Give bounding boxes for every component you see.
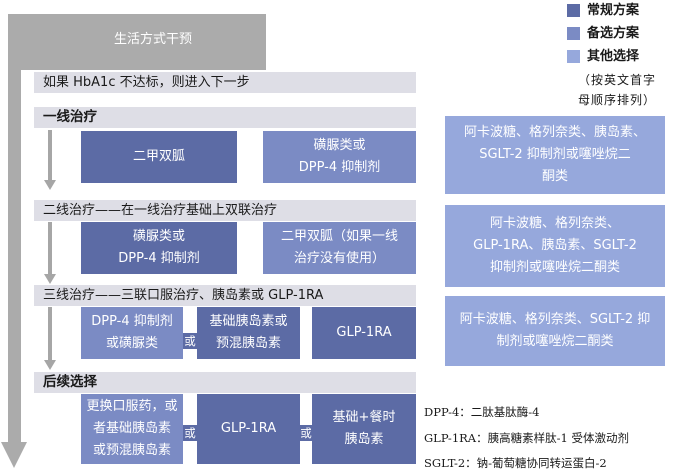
stage1-other-box: 阿卡波糖、格列奈类、胰岛素、 SGLT-2 抑制剂或噻唑烷二 酮类 — [445, 116, 665, 194]
stage4-switch-box: 更换口服药，或 者基础胰岛素 或预混胰岛素 — [81, 394, 183, 464]
stage4-title: 后续选择 — [43, 374, 97, 390]
legend-swatch-other — [567, 50, 580, 63]
stage2-band: 二线治疗——在一线治疗基础上双联治疗 — [34, 200, 416, 221]
stage2-alternative-line-1: 二甲双胍（如果一线 — [280, 229, 398, 244]
stage4-glp1ra-box: GLP-1RA — [197, 394, 300, 464]
stage4-switch-line-3: 或预混胰岛素 — [92, 443, 171, 458]
arrow-head-3 — [43, 360, 56, 370]
legend-label-preferred: 常规方案 — [587, 3, 640, 18]
legend-label-other: 其他选择 — [587, 49, 640, 64]
stage4-or-label-2: 或 — [300, 425, 312, 441]
hba1c-condition-text: 如果 HbA1c 不达标，则进入下一步 — [43, 75, 250, 90]
stage2-preferred-line-2: DPP-4 抑制剂 — [118, 251, 200, 266]
stage3-oral-line-1: DPP-4 抑制剂 — [91, 314, 173, 329]
flow-bar-top — [8, 14, 266, 70]
stage4-or-label-1: 或 — [183, 425, 197, 441]
stage2-title: 二线治疗——在一线治疗基础上双联治疗 — [43, 203, 278, 218]
stage2-other-line-1: 阿卡波糖、格列奈类、 — [489, 216, 620, 231]
stage3-other-line-2: 制剂或噻唑烷二酮类 — [496, 334, 614, 349]
legend-note-line-2: 母顺序排列） — [577, 93, 656, 107]
stage4-switch-line-1: 更换口服药，或 — [86, 399, 178, 414]
arrow-head-1 — [43, 180, 56, 190]
stage1-other-line-1: 阿卡波糖、格列奈类、胰岛素、 — [463, 125, 646, 140]
abbr-glp1ra: GLP-1RA：胰高糖素样肽-1 受体激动剂 — [424, 431, 629, 445]
stage1-preferred-box: 二甲双胍 — [81, 131, 237, 183]
arrow-shaft-3 — [48, 307, 52, 360]
stage2-alternative-line-2: 治疗没有使用） — [293, 251, 385, 266]
stage4-basal-bolus-line-1: 基础+餐时 — [332, 410, 396, 425]
stage2-other-line-3: 抑制剂或噻唑烷二酮类 — [489, 260, 620, 275]
legend-swatch-preferred — [567, 4, 580, 17]
stage3-other-line-1: 阿卡波糖、格列奈类、SGLT-2 抑 — [459, 312, 651, 327]
stage3-glp1ra-box: GLP-1RA — [312, 307, 416, 359]
stage1-alternative-line-1: 磺脲类或 — [313, 138, 366, 153]
stage3-band: 三线治疗——三联口服治疗、胰岛素或 GLP-1RA — [34, 285, 416, 306]
legend-swatch-alternative — [567, 27, 580, 40]
abbr-sglt2: SGLT-2：钠-葡萄糖协同转运蛋白-2 — [424, 456, 607, 470]
legend-label-alternative: 备选方案 — [587, 26, 640, 41]
stage1-preferred-text: 二甲双胍 — [132, 149, 185, 164]
flow-bar-vertical — [8, 14, 21, 446]
stage3-title: 三线治疗——三联口服治疗、胰岛素或 GLP-1RA — [43, 288, 324, 303]
stage2-preferred-line-1: 磺脲类或 — [132, 229, 185, 244]
lifestyle-title: 生活方式干预 — [113, 32, 192, 47]
stage1-other-line-3: 酮类 — [541, 169, 568, 184]
stage2-other-line-2: GLP-1RA、胰岛素、SGLT-2 — [473, 238, 637, 253]
stage4-glp1ra-text: GLP-1RA — [220, 421, 277, 436]
stage1-alternative-box: 磺脲类或 DPP-4 抑制剂 — [263, 131, 416, 183]
stage3-insulin-box: 基础胰岛素或 预混胰岛素 — [197, 307, 300, 359]
stage3-or-label: 或 — [183, 333, 197, 349]
stage1-other-line-2: SGLT-2 抑制剂或噻唑烷二 — [479, 147, 631, 162]
legend-note: （按英文首字 母顺序排列） — [558, 70, 676, 110]
stage2-preferred-box: 磺脲类或 DPP-4 抑制剂 — [81, 222, 237, 274]
stage1-band: 一线治疗 — [34, 107, 416, 128]
stage3-insulin-line-1: 基础胰岛素或 — [209, 314, 288, 329]
stage4-basal-bolus-line-2: 胰岛素 — [344, 432, 384, 447]
stage3-glp1ra-text: GLP-1RA — [336, 325, 392, 340]
stage2-other-box: 阿卡波糖、格列奈类、 GLP-1RA、胰岛素、SGLT-2 抑制剂或噻唑烷二酮类 — [445, 205, 665, 287]
stage4-basal-bolus-box: 基础+餐时 胰岛素 — [312, 394, 416, 464]
stage3-other-box: 阿卡波糖、格列奈类、SGLT-2 抑 制剂或噻唑烷二酮类 — [445, 296, 665, 366]
stage1-alternative-line-2: DPP-4 抑制剂 — [298, 160, 381, 175]
arrow-head-2 — [43, 274, 56, 284]
abbr-dpp4: DPP-4：二肽基肽酶-4 — [424, 405, 540, 419]
stage4-switch-line-2: 者基础胰岛素 — [92, 421, 171, 436]
stage4-band: 后续选择 — [34, 372, 416, 393]
stage3-oral-box: DPP-4 抑制剂 或磺脲类 — [81, 307, 183, 359]
flow-bar-arrowhead — [1, 442, 27, 468]
stage1-title: 一线治疗 — [43, 109, 97, 125]
stage3-oral-line-2: 或磺脲类 — [105, 336, 158, 351]
arrow-shaft-1 — [48, 130, 52, 180]
legend-note-line-1: （按英文首字 — [577, 73, 656, 87]
hba1c-band: 如果 HbA1c 不达标，则进入下一步 — [34, 72, 416, 93]
stage2-alternative-box: 二甲双胍（如果一线 治疗没有使用） — [263, 222, 416, 274]
arrow-shaft-2 — [48, 222, 52, 274]
stage3-insulin-line-2: 预混胰岛素 — [215, 336, 281, 351]
